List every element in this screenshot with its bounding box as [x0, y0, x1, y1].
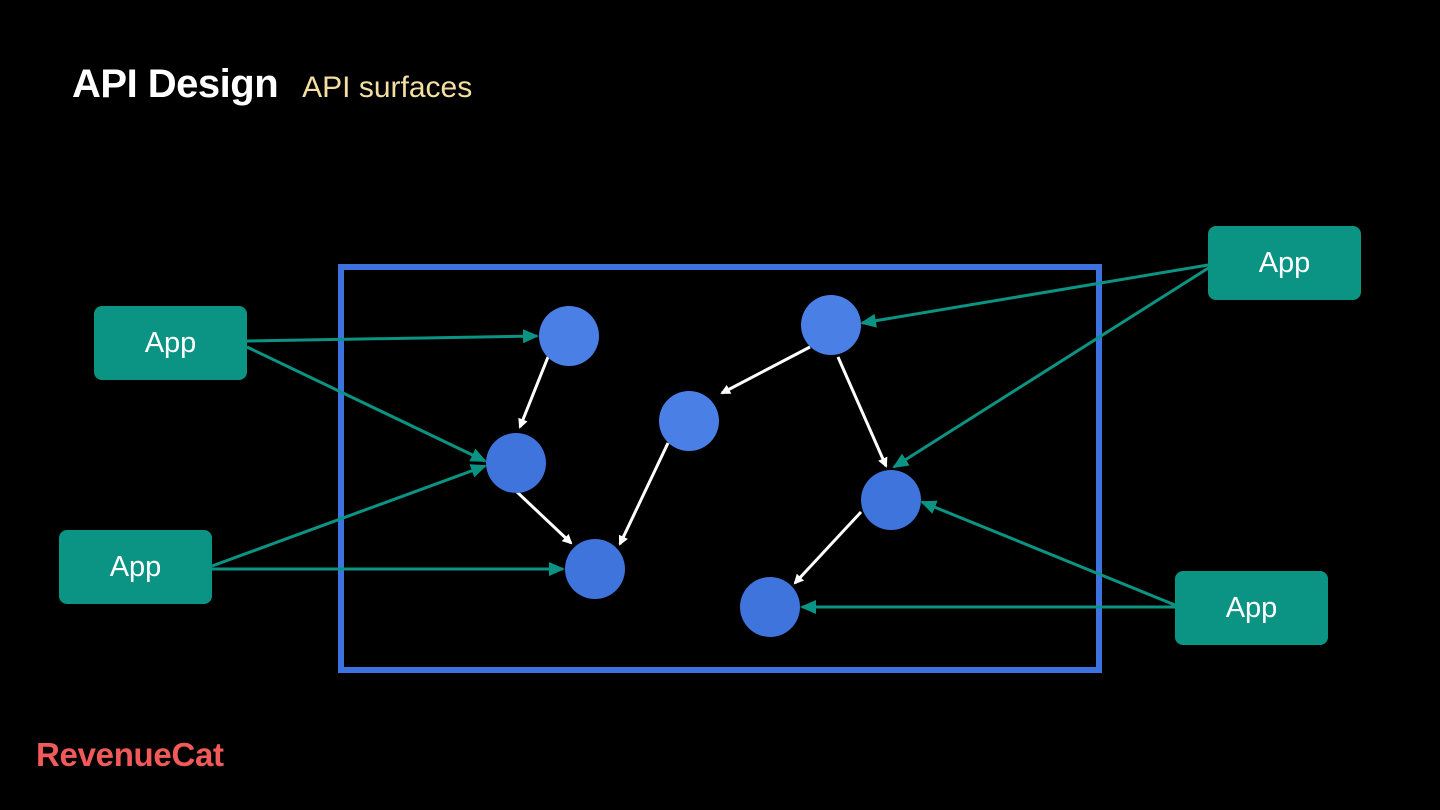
internal-arrow [836, 356, 888, 468]
app-box-right-bottom: App [1175, 571, 1328, 645]
api-node [740, 577, 800, 637]
app-arrow [246, 329, 539, 344]
api-node [486, 433, 546, 493]
api-nodes [486, 295, 921, 637]
app-label: App [144, 326, 197, 359]
api-node [539, 306, 599, 366]
api-node [801, 295, 861, 355]
app-edges [211, 263, 1211, 614]
slide-header: API Design API surfaces [72, 62, 472, 107]
api-boundary-box [338, 264, 1102, 673]
app-arrow [920, 500, 1176, 607]
app-box-left-bottom: App [59, 530, 212, 604]
revenuecat-logo: RevenueCat [36, 736, 224, 773]
api-node [659, 391, 719, 451]
slide-subtitle: API surfaces [302, 71, 473, 104]
api-node [861, 470, 921, 530]
app-box-right-top: App [1208, 226, 1361, 300]
app-arrow [860, 263, 1209, 328]
internal-edges [515, 345, 888, 585]
app-arrow [892, 265, 1211, 469]
app-arrow [246, 345, 487, 463]
slide-title: API Design [72, 62, 279, 106]
internal-arrow [518, 356, 550, 429]
internal-arrow [720, 345, 811, 395]
app-label: App [1258, 246, 1311, 279]
app-label: App [109, 550, 162, 583]
app-label: App [1225, 591, 1278, 624]
internal-arrow [793, 510, 863, 585]
internal-arrow [515, 490, 573, 545]
app-arrow [211, 464, 487, 568]
api-node [565, 539, 625, 599]
app-box-left-top: App [94, 306, 247, 380]
internal-arrow [618, 442, 670, 546]
